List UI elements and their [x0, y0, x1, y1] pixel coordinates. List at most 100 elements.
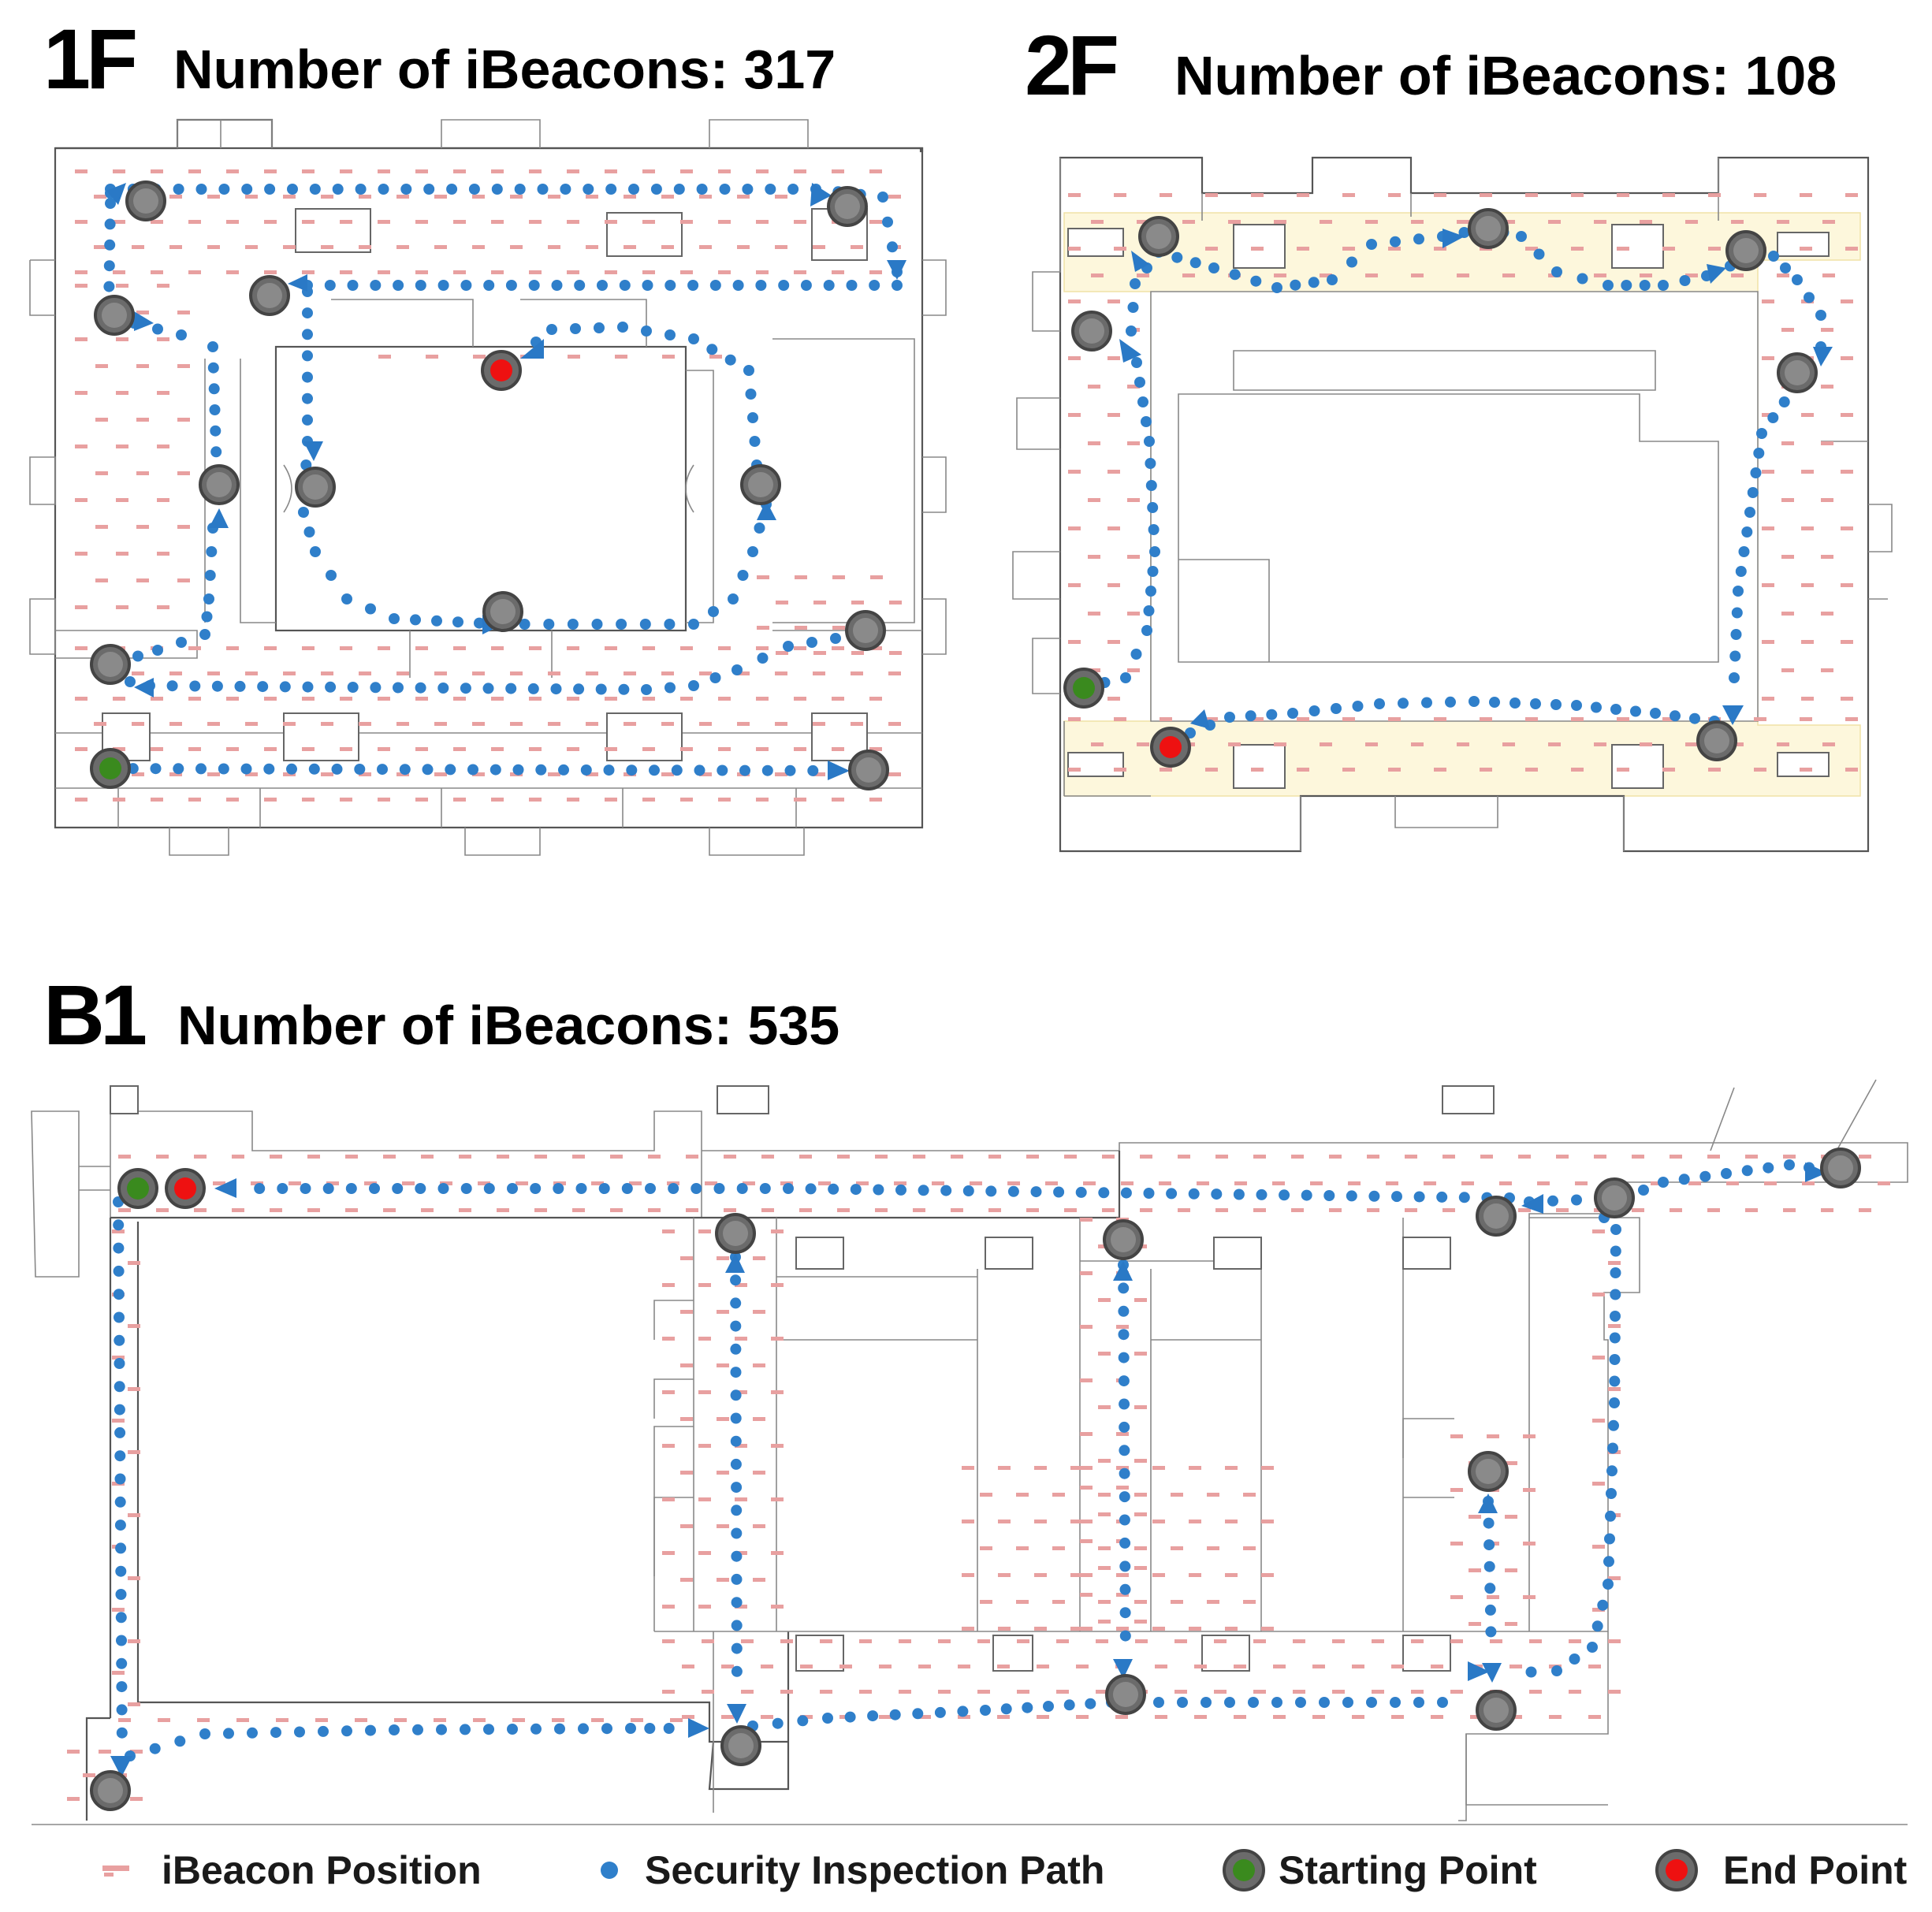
beacon-marker [775, 722, 787, 726]
path-dot [1147, 566, 1159, 577]
beacon-marker [1291, 1155, 1304, 1159]
path-dot [1144, 436, 1155, 447]
beacon-marker [1134, 1600, 1147, 1604]
path-dot [1118, 1375, 1130, 1387]
beacon-marker [680, 1578, 693, 1582]
beacon-marker [1107, 356, 1120, 360]
path-dot [1767, 412, 1779, 423]
beacon-marker [1007, 1181, 1020, 1185]
path-dot [1177, 1697, 1188, 1708]
beacon-marker [1194, 1665, 1207, 1668]
path-dot [1458, 227, 1470, 238]
beacon-marker [851, 245, 863, 249]
path-dot [673, 184, 685, 195]
beacon-marker [1365, 273, 1378, 277]
beacon-marker [591, 1181, 604, 1185]
path-dot [708, 606, 719, 617]
path-dot [294, 1726, 305, 1738]
beacon-marker [661, 671, 674, 675]
beacon-marker [283, 671, 296, 675]
path-arrow-icon [1131, 251, 1149, 272]
beacon-marker [1518, 1155, 1531, 1159]
beacon-marker [491, 798, 504, 802]
path-dot [1658, 1177, 1669, 1188]
beacon-marker [75, 445, 87, 448]
beacon-marker [434, 1718, 446, 1722]
beacon-marker [226, 169, 239, 173]
beacon-marker [1016, 1600, 1029, 1604]
path-dot [1119, 1467, 1130, 1479]
path-dot [1141, 416, 1152, 427]
path-dot [211, 680, 223, 692]
beacon-marker [1434, 768, 1446, 772]
path-dot [1130, 278, 1141, 289]
beacon-marker [396, 671, 409, 675]
beacon-marker [938, 1690, 951, 1694]
beacon-marker [307, 1155, 320, 1159]
beacon-marker [118, 1718, 131, 1722]
beacon-marker [775, 245, 787, 249]
beacon-marker [699, 722, 712, 726]
path-dot [410, 614, 421, 626]
beacon-marker [307, 1208, 320, 1212]
beacon-marker [605, 646, 617, 650]
path-dot [1780, 262, 1791, 273]
beacon-marker [1608, 1387, 1621, 1391]
path-dot [1127, 302, 1139, 313]
beacon-marker [128, 1639, 140, 1643]
beacon-marker [1034, 1520, 1047, 1523]
path-dot [642, 280, 653, 291]
path-dot [152, 323, 163, 335]
path-arrow-icon [1813, 347, 1833, 366]
path-dot [1256, 1188, 1268, 1200]
beacon-marker [188, 220, 201, 224]
waypoint-marker [1071, 311, 1112, 352]
path-arrow-icon [725, 1253, 745, 1273]
beacon-marker [75, 798, 87, 802]
beacon-marker [1457, 273, 1469, 277]
beacon-marker [718, 169, 731, 173]
beacon-marker [682, 1665, 694, 1668]
beacon-marker [113, 697, 125, 701]
beacon-marker [1469, 1622, 1481, 1626]
path-dot [645, 1183, 656, 1194]
beacon-marker [1261, 1520, 1274, 1523]
beacon-marker [276, 1718, 288, 1722]
path-dot [731, 1550, 743, 1562]
path-dot [105, 198, 116, 209]
path-dot [303, 526, 315, 538]
beacon-marker [859, 1639, 872, 1643]
beacon-marker [1821, 1208, 1833, 1212]
path-dot [1119, 1537, 1131, 1549]
beacon-marker [1297, 193, 1309, 197]
path-dot [806, 637, 817, 648]
path-dot [1436, 1191, 1448, 1203]
floor-1f-arrows [106, 183, 906, 780]
beacon-marker [1091, 220, 1104, 224]
path-dot [1784, 1159, 1795, 1170]
path-dot [152, 645, 163, 656]
beacon-marker [998, 1466, 1011, 1470]
beacon-marker [1026, 1155, 1039, 1159]
path-dot [1609, 1332, 1621, 1344]
beacon-marker [1207, 1493, 1219, 1497]
path-dot [1287, 708, 1298, 719]
beacon-marker [1549, 1715, 1562, 1719]
path-dot [365, 1724, 376, 1736]
beacon-marker [1160, 193, 1172, 197]
path-dot [550, 683, 562, 695]
beacon-marker [1215, 1155, 1228, 1159]
beacon-marker [698, 1337, 711, 1341]
beacon-marker [264, 747, 277, 751]
beacon-marker [642, 220, 655, 224]
path-dot [736, 1183, 748, 1194]
beacon-marker [605, 747, 617, 751]
path-dot [737, 570, 749, 581]
path-dot [625, 1723, 636, 1734]
beacon-marker [1411, 273, 1424, 277]
start-point-icon [1223, 1849, 1265, 1892]
path-dot [783, 641, 794, 652]
path-dot [759, 1183, 771, 1194]
beacon-marker [680, 1256, 693, 1260]
beacon-marker [136, 418, 149, 422]
